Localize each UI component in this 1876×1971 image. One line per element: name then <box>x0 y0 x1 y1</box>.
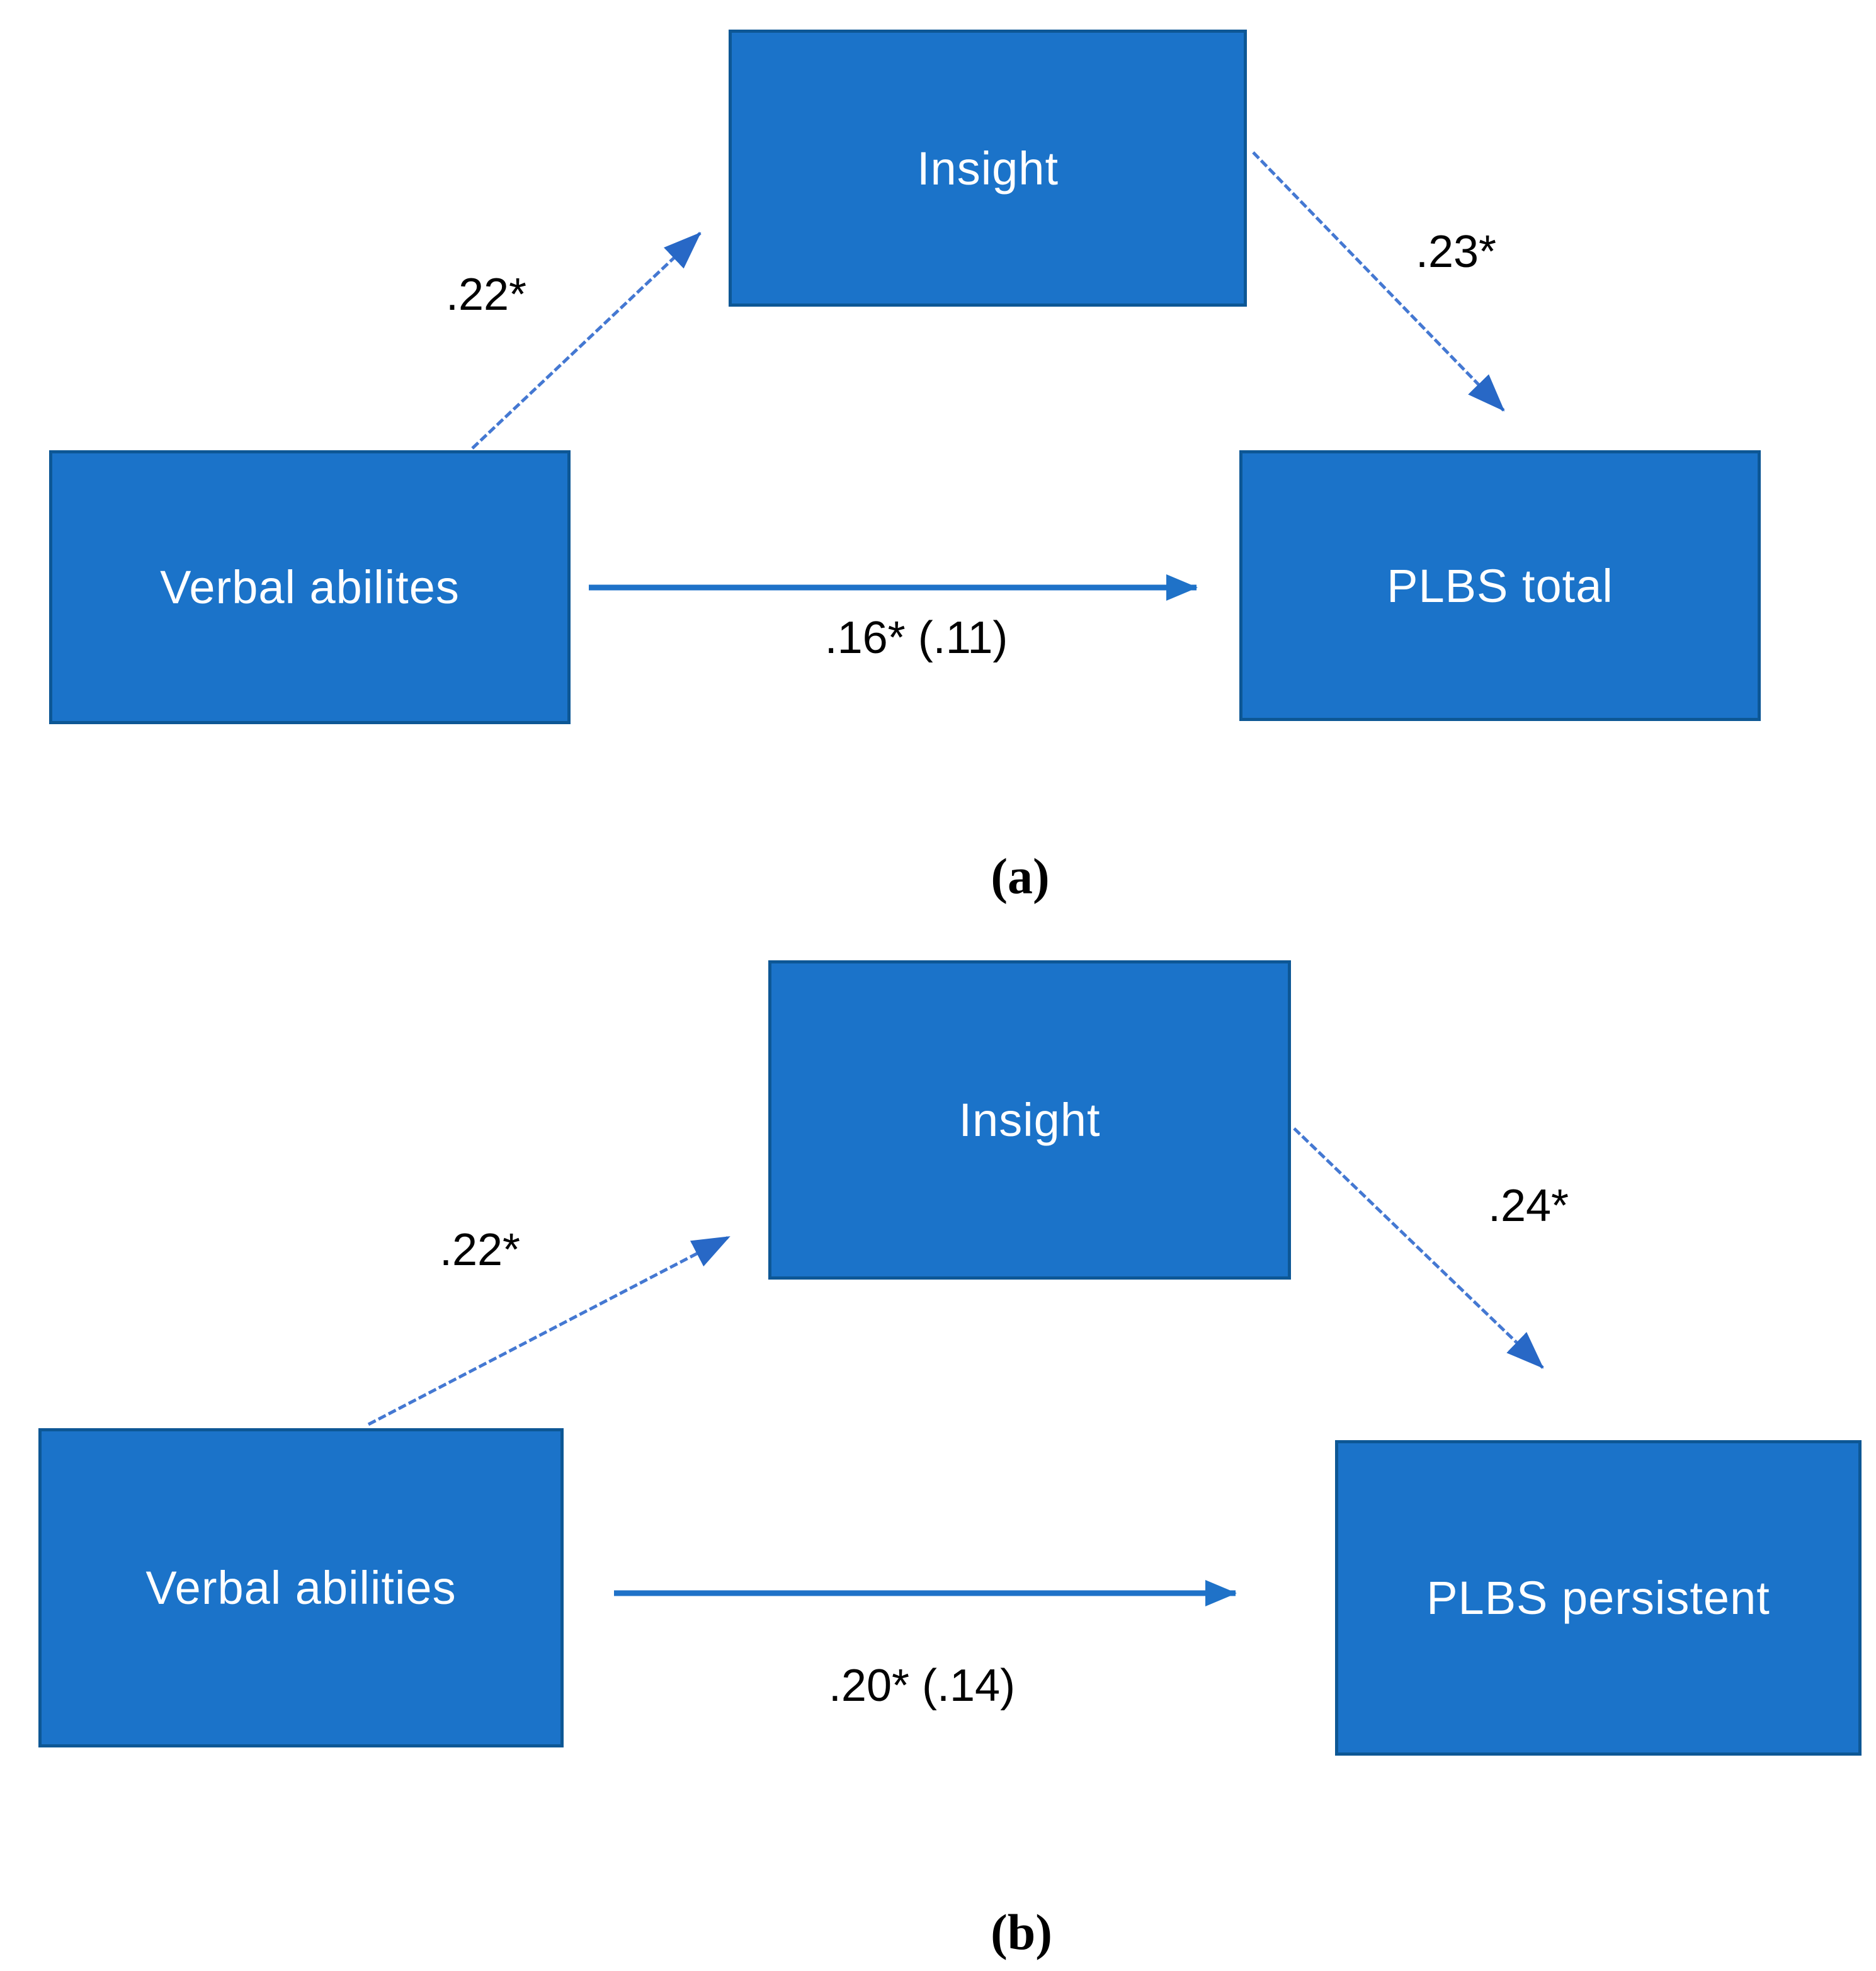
coefficient-a-mediator-outcome: .23* <box>1415 227 1497 277</box>
outcome-box-b: PLBS persistent <box>1335 1440 1862 1756</box>
coefficient-a-predictor-mediator: .22* <box>445 270 527 320</box>
panel-caption-b: (b) <box>991 1905 1052 1961</box>
mediator-label-b: Insight <box>958 1094 1101 1146</box>
arrow-a-predictor-to-mediator <box>471 232 702 450</box>
predictor-box-a: Verbal abilites <box>49 450 571 724</box>
mediator-box-a: Insight <box>729 30 1247 307</box>
outcome-box-a: PLBS total <box>1239 450 1761 721</box>
outcome-label-b: PLBS persistent <box>1426 1572 1770 1624</box>
coefficient-b-direct-effect: .20* (.14) <box>828 1661 1016 1711</box>
outcome-label-a: PLBS total <box>1387 559 1613 612</box>
coefficient-b-mediator-outcome: .24* <box>1487 1181 1569 1231</box>
coefficient-a-direct-effect: .16* (.11) <box>824 613 1008 663</box>
predictor-box-b: Verbal abilities <box>38 1428 564 1747</box>
mediator-label-a: Insight <box>916 142 1059 195</box>
arrow-b-predictor-to-mediator <box>367 1235 731 1426</box>
predictor-label-b: Verbal abilities <box>145 1562 457 1614</box>
panel-caption-a: (a) <box>991 849 1050 905</box>
arrow-a-mediator-to-outcome <box>1252 151 1505 412</box>
coefficient-b-predictor-mediator: .22* <box>439 1225 521 1275</box>
mediator-box-b: Insight <box>768 960 1291 1280</box>
arrow-b-mediator-to-outcome <box>1293 1127 1544 1369</box>
predictor-label-a: Verbal abilites <box>160 561 460 613</box>
